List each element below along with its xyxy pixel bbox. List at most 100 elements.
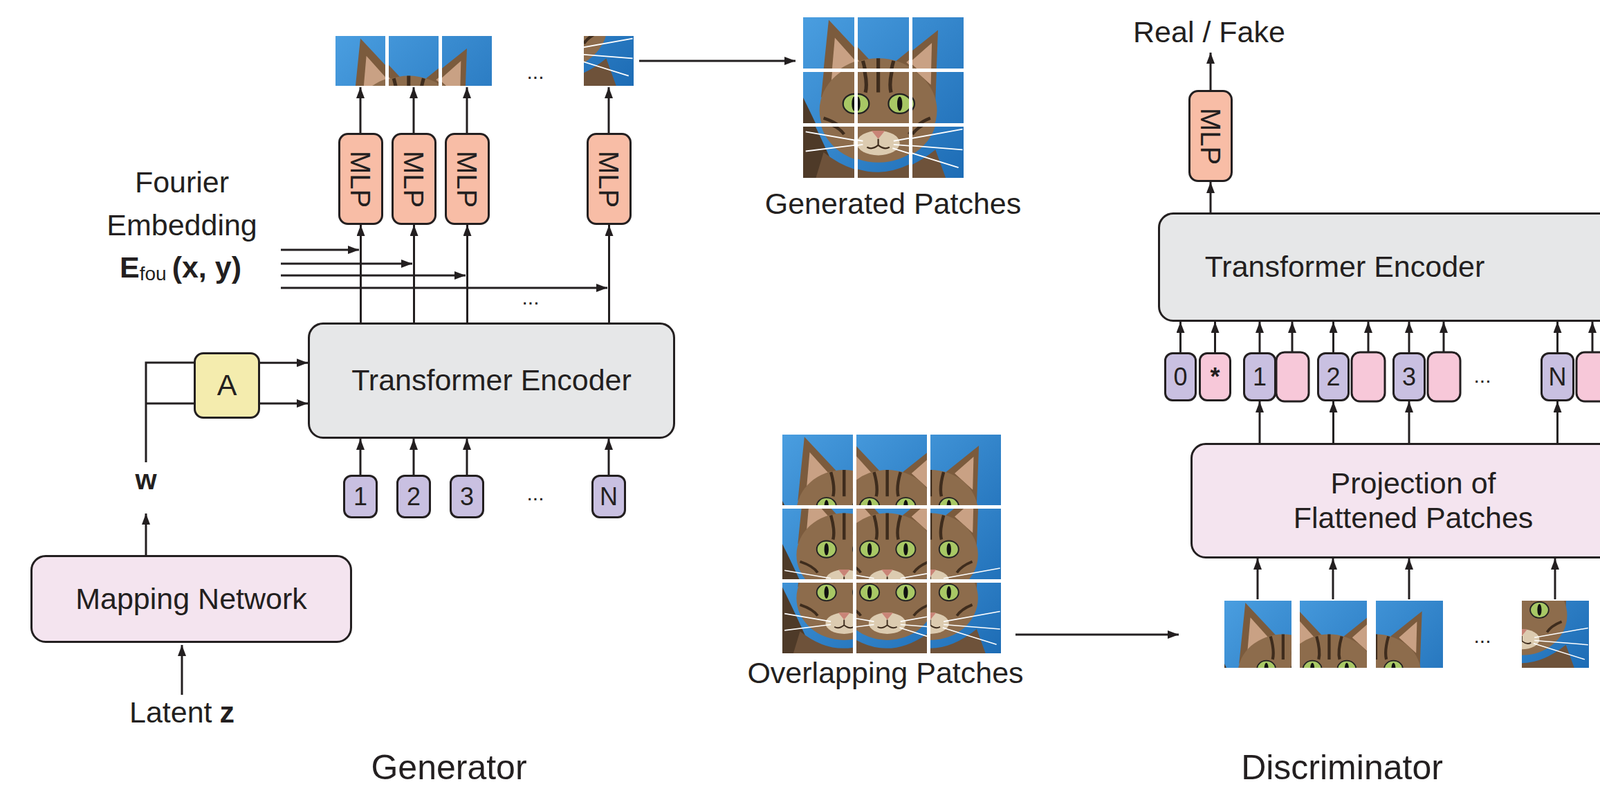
arrow-connector bbox=[1556, 401, 1559, 443]
token-box: 3 bbox=[1392, 352, 1426, 402]
arrow-connector bbox=[359, 224, 362, 323]
token-box-label: 3 bbox=[1402, 362, 1416, 391]
mlp-block: MLP bbox=[338, 132, 384, 225]
variable-label: w bbox=[134, 462, 157, 496]
token-box-label: N bbox=[599, 482, 618, 511]
mlp-block-label: MLP bbox=[593, 150, 626, 207]
mapping-network-label: Mapping Network bbox=[75, 581, 308, 616]
token-box: 3 bbox=[449, 474, 485, 519]
math-symbol: E bbox=[119, 250, 140, 284]
ellipsis: ... bbox=[521, 284, 539, 310]
token-box-label: 1 bbox=[1252, 362, 1267, 391]
token-box-label: 0 bbox=[1173, 362, 1188, 391]
mlp-block: MLP bbox=[1188, 89, 1233, 182]
arrow-connector bbox=[359, 438, 362, 475]
arrow bbox=[1332, 558, 1335, 600]
style-wire bbox=[145, 362, 194, 463]
overlapping-grid bbox=[782, 434, 1001, 654]
token-box: 1 bbox=[1243, 352, 1277, 402]
arrow-connector bbox=[1179, 321, 1182, 353]
arrow bbox=[639, 60, 796, 63]
variable-label: z bbox=[219, 695, 236, 729]
token-box-label: 2 bbox=[1326, 362, 1340, 391]
arrow-connector bbox=[1332, 401, 1335, 443]
arrow-connector bbox=[1214, 321, 1217, 353]
input-label: Fourier Embedding bbox=[95, 160, 269, 247]
affine-block: A bbox=[193, 352, 261, 419]
token-box-label: * bbox=[1209, 362, 1220, 391]
image-patch bbox=[484, 0, 634, 86]
projection-box-label: Projection of Flattened Patches bbox=[1274, 466, 1552, 535]
ellipsis: ... bbox=[1473, 363, 1491, 389]
arrow-connector bbox=[1258, 401, 1262, 443]
label-row: Latentz bbox=[129, 694, 235, 731]
arrow-connector bbox=[260, 361, 308, 364]
arrow bbox=[608, 87, 611, 133]
arrow bbox=[1591, 321, 1594, 353]
wires bbox=[145, 52, 1593, 695]
patch-strip bbox=[1224, 541, 1589, 727]
generated-grid bbox=[803, 17, 964, 178]
arrow bbox=[145, 513, 148, 555]
arrow-connector bbox=[412, 224, 416, 323]
ellipsis: ... bbox=[526, 59, 544, 85]
mlp-block-label: MLP bbox=[398, 150, 431, 207]
token-box: * bbox=[1198, 352, 1232, 402]
token-box: 0 bbox=[1164, 352, 1197, 402]
ellipsis: ... bbox=[526, 480, 544, 506]
token-box-label: 3 bbox=[460, 482, 474, 511]
arrow-connector bbox=[608, 438, 611, 475]
caption-label: Overlapping Patches bbox=[747, 655, 1024, 692]
arrow-connector bbox=[1408, 401, 1411, 443]
arrow bbox=[280, 249, 360, 252]
pink-tokens bbox=[1276, 352, 1600, 402]
arrow bbox=[1256, 558, 1259, 600]
token-box: 2 bbox=[1317, 352, 1350, 402]
arrow bbox=[1442, 321, 1446, 353]
arrow bbox=[1367, 321, 1370, 353]
arrow bbox=[1554, 558, 1557, 600]
input-label: Latent bbox=[129, 695, 213, 729]
mlp-block-label: MLP bbox=[1194, 107, 1227, 164]
math-argument: (x, y) bbox=[172, 250, 242, 284]
arrow-connector bbox=[466, 224, 469, 323]
arrow-connector bbox=[466, 438, 469, 475]
token-box-label: 1 bbox=[353, 482, 368, 511]
image-patch bbox=[1317, 600, 1443, 727]
ellipsis: ... bbox=[1473, 623, 1491, 649]
arrow bbox=[359, 87, 362, 133]
arrow bbox=[280, 274, 466, 277]
projection-box: Projection of Flattened Patches bbox=[1190, 442, 1600, 559]
arrow-connector bbox=[412, 438, 416, 475]
embedding-token bbox=[1576, 352, 1600, 402]
arrow bbox=[412, 87, 416, 133]
token-box: 2 bbox=[396, 474, 431, 519]
token-box: N bbox=[591, 474, 627, 519]
arrow bbox=[1408, 558, 1411, 600]
section-title: Discriminator bbox=[1240, 746, 1443, 788]
arrow bbox=[181, 644, 184, 695]
mlp-block: MLP bbox=[391, 132, 437, 225]
arrow bbox=[1015, 633, 1179, 636]
transformer-encoder-label: Transformer Encoder bbox=[1205, 249, 1486, 284]
caption-label: Generated Patches bbox=[765, 186, 1022, 223]
transformer-encoder: Transformer Encoder bbox=[307, 322, 676, 439]
mlp-block: MLP bbox=[586, 132, 632, 225]
image-patch bbox=[1463, 541, 1589, 668]
token-box: 1 bbox=[343, 474, 378, 519]
arrow bbox=[466, 87, 469, 133]
mlp-block-label: MLP bbox=[345, 150, 377, 207]
mlp-block-label: MLP bbox=[451, 150, 484, 207]
output-label: Real / Fake bbox=[1133, 14, 1286, 51]
transformer-encoder: Transformer Encoder bbox=[1157, 212, 1600, 322]
section-title: Generator bbox=[370, 746, 527, 788]
token-box: N bbox=[1540, 352, 1575, 402]
arrow-connector bbox=[1332, 321, 1335, 353]
arrow bbox=[1209, 52, 1212, 90]
token-box-label: N bbox=[1548, 362, 1567, 391]
arrow bbox=[280, 262, 413, 265]
arrow-connector bbox=[608, 224, 611, 323]
arrow-connector bbox=[1408, 321, 1411, 353]
affine-block-label: A bbox=[217, 368, 238, 402]
